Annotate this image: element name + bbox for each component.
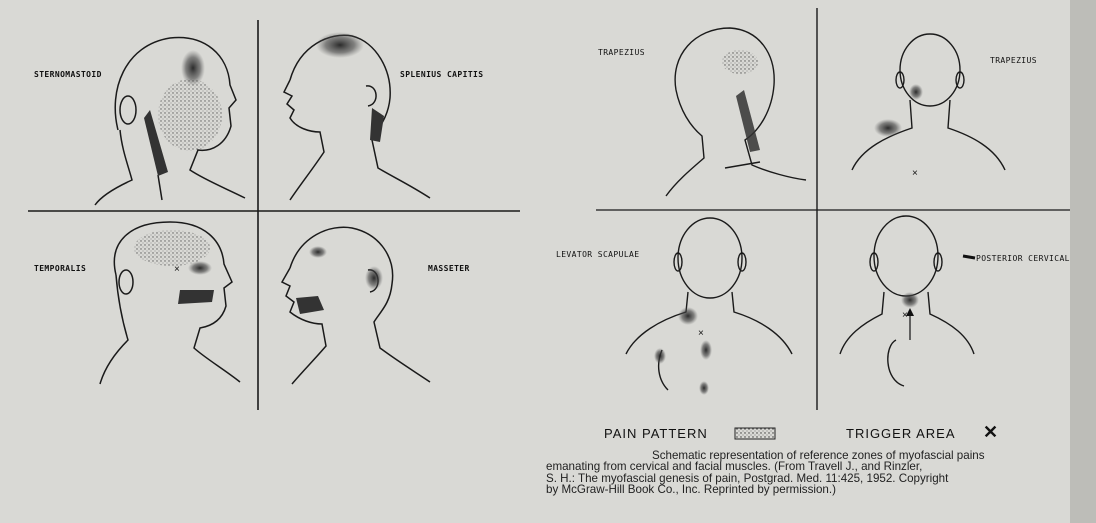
splenius-pain-vertex	[316, 32, 364, 58]
levator-trigger-mark: ×	[698, 328, 704, 339]
levator-pain-scapula	[700, 340, 712, 360]
trapezius-pain-neck	[736, 90, 760, 152]
splenius-muscle	[370, 108, 384, 142]
sternomastoid-pain-face	[158, 79, 222, 151]
posterior-cervical-pain	[901, 292, 919, 308]
label-sternomastoid: STERNOMASTOID	[34, 70, 102, 79]
caption-line: by McGraw-Hill Book Co., Inc. Reprinted …	[546, 484, 1092, 495]
temporalis-trigger-mark: ×	[174, 264, 180, 275]
label-temporalis: TEMPORALIS	[34, 264, 86, 273]
label-masseter: MASSETER	[428, 264, 470, 273]
label-trapezius-right: TRAPEZIUS	[990, 56, 1037, 65]
trapezius-pain-occiput	[909, 84, 923, 100]
levator-scapulae-figure	[626, 218, 792, 390]
legend-pain-pattern: PAIN PATTERN	[604, 426, 708, 441]
temporalis-pain-teeth	[178, 290, 214, 304]
label-splenius-capitis: SPLENIUS CAPITIS	[400, 70, 483, 79]
posterior-cervical-label-pointer	[963, 256, 975, 258]
figure-caption: Schematic representation of reference zo…	[546, 450, 1092, 496]
temporalis-pain-brow	[188, 261, 212, 275]
trapezius-pain-temple	[722, 50, 758, 74]
levator-pain-neck	[678, 307, 698, 325]
masseter-pain-jaw	[296, 296, 324, 314]
legend-trigger-area: TRIGGER AREA	[846, 426, 956, 441]
trapezius-trigger-mark: ×	[912, 168, 918, 179]
trapezius-right-figure	[852, 34, 1005, 170]
masseter-pain-ear	[365, 266, 383, 290]
label-posterior-cervical: POSTERIOR CERVICAL	[976, 254, 1070, 263]
posterior-cervical-trigger-mark: ×	[902, 310, 908, 321]
splenius-capitis-figure	[284, 35, 430, 200]
label-trapezius-left: TRAPEZIUS	[598, 48, 645, 57]
trapezius-pain-shoulder	[874, 119, 902, 137]
page-edge-shadow	[1070, 0, 1096, 523]
levator-pain-arm	[654, 348, 666, 364]
sternomastoid-pain-temple	[181, 50, 205, 86]
temporalis-pain-forehead	[134, 230, 210, 266]
levator-pain-lower	[699, 381, 709, 395]
trigger-x-icon: ✕	[983, 422, 999, 443]
pain-pattern-swatch	[735, 428, 775, 439]
label-levator-scapulae: LEVATOR SCAPULAE	[556, 250, 639, 259]
masseter-pain-brow	[309, 246, 327, 258]
